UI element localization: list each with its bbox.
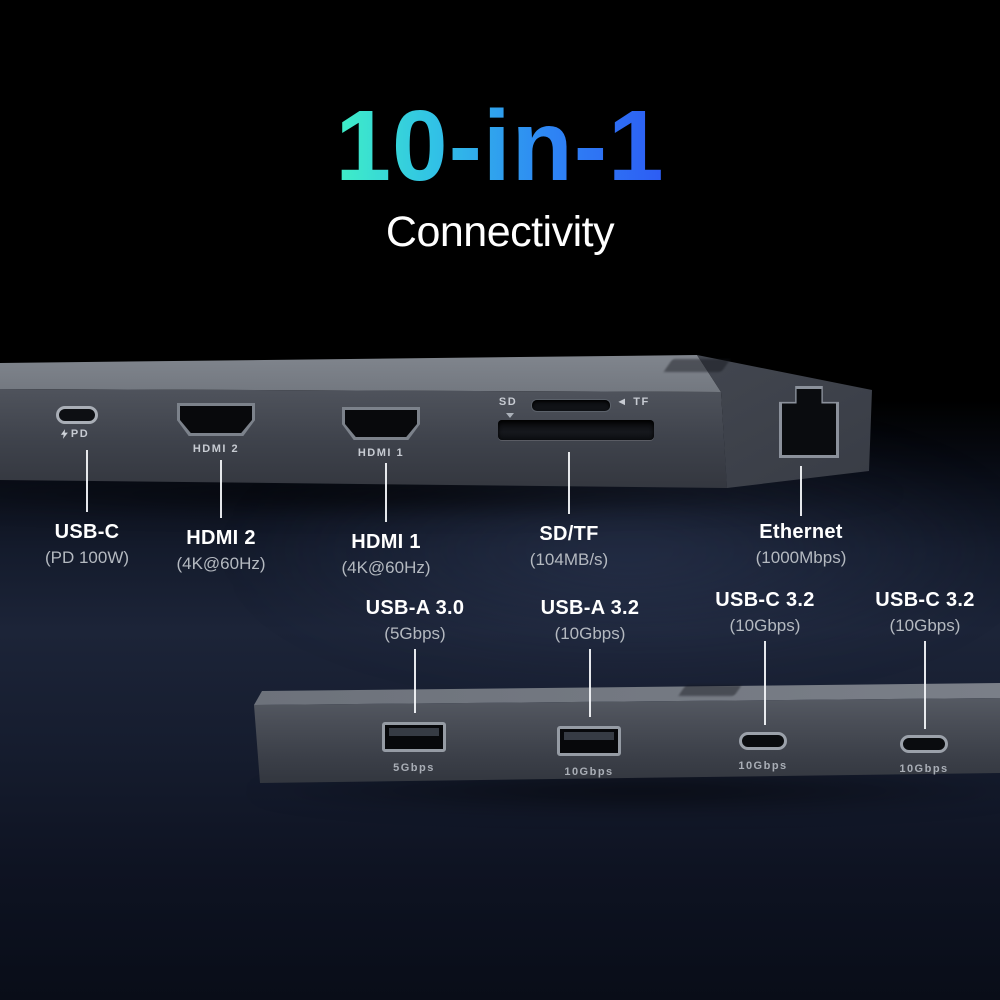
hdmi-1-print: HDMI 1 (357, 447, 405, 459)
port-label-subtitle: (10Gbps) (889, 616, 961, 635)
hub-front-face (254, 698, 1000, 783)
leader-line (414, 649, 416, 713)
sd-card-slot (498, 420, 654, 440)
port-label-title: HDMI 2 (186, 527, 256, 549)
port-label-title: USB-C 3.2 (875, 589, 975, 611)
leader-line (385, 463, 387, 522)
port-label-subtitle: (4K@60Hz) (176, 554, 266, 573)
headline: 10-in-1 (335, 90, 665, 202)
port-label-usb-c-pd: USB-C (PD 100W) (45, 521, 129, 568)
port-label-subtitle: (5Gbps) (384, 624, 446, 643)
usb-c-3-2-print: 10Gbps (738, 760, 788, 772)
usb-c-3-2-port (739, 732, 787, 750)
pd-port-print: PD (60, 428, 90, 440)
leader-line (800, 466, 802, 516)
port-label-title: HDMI 1 (351, 531, 421, 553)
port-label-subtitle: (10Gbps) (729, 616, 801, 635)
sd-insert-marker-icon (506, 413, 514, 418)
usb-a-tongue (389, 728, 439, 736)
usb-a-3-0-print: 5Gbps (393, 762, 435, 774)
port-label-title: Ethernet (759, 521, 843, 543)
leader-line (568, 452, 570, 514)
hdmi-port-opening (345, 410, 417, 437)
subheadline: Connectivity (385, 208, 615, 256)
port-label-sd-tf: SD/TF (104MB/s) (530, 523, 608, 570)
port-label-subtitle: (1000Mbps) (755, 548, 847, 567)
port-label-title: USB-A 3.0 (365, 597, 465, 619)
hdmi-1-port (342, 407, 420, 440)
port-label-usb-a-3-0: USB-A 3.0 (5Gbps) (366, 597, 465, 644)
pd-print-text: PD (70, 428, 90, 440)
leader-line (86, 450, 88, 512)
lightning-icon (60, 429, 68, 439)
usb-a-3-0-port (382, 722, 446, 752)
leader-line (764, 641, 766, 725)
tf-card-slot (532, 400, 610, 411)
sd-print: SD (498, 396, 518, 408)
usb-c-3-2-port (900, 735, 948, 753)
usb-c-3-2-print: 10Gbps (899, 763, 949, 775)
ethernet-port-opening (782, 389, 836, 455)
port-label-usb-c-3-2: USB-C 3.2 (10Gbps) (715, 589, 814, 636)
leader-line (220, 460, 222, 518)
usb-a-3-2-print: 10Gbps (564, 766, 614, 778)
port-label-usb-c-3-2: USB-C 3.2 (10Gbps) (875, 589, 974, 636)
hub-rear-view: 5Gbps 10Gbps 10Gbps 10Gbps (252, 682, 1000, 790)
tf-print: ◄ TF (616, 396, 650, 408)
ethernet-port (779, 386, 839, 458)
leader-line (589, 649, 591, 717)
embossed-logo (663, 359, 731, 372)
port-label-title: USB-C (54, 521, 120, 543)
port-label-subtitle: (PD 100W) (44, 548, 130, 567)
port-label-hdmi-1: HDMI 1 (4K@60Hz) (341, 531, 430, 578)
port-label-subtitle: (4K@60Hz) (341, 558, 431, 577)
leader-line (924, 641, 926, 729)
usb-a-3-2-port (557, 726, 621, 756)
port-label-title: USB-C 3.2 (715, 589, 815, 611)
hdmi-2-port (177, 403, 255, 436)
port-label-subtitle: (104MB/s) (529, 550, 609, 569)
port-label-title: SD/TF (539, 523, 599, 545)
usb-c-pd-port (56, 406, 98, 424)
port-label-hdmi-2: HDMI 2 (4K@60Hz) (176, 527, 265, 574)
port-label-title: USB-A 3.2 (540, 597, 640, 619)
port-label-usb-a-3-2: USB-A 3.2 (10Gbps) (541, 597, 640, 644)
embossed-logo (678, 685, 742, 696)
hub-front-view: PD HDMI 2 HDMI 1 SD ◄ TF (0, 350, 878, 492)
hdmi-port-opening (180, 406, 252, 433)
usb-a-tongue (564, 732, 614, 740)
hdmi-2-print: HDMI 2 (192, 443, 240, 455)
port-label-subtitle: (10Gbps) (554, 624, 626, 643)
port-label-ethernet: Ethernet (1000Mbps) (756, 521, 847, 568)
